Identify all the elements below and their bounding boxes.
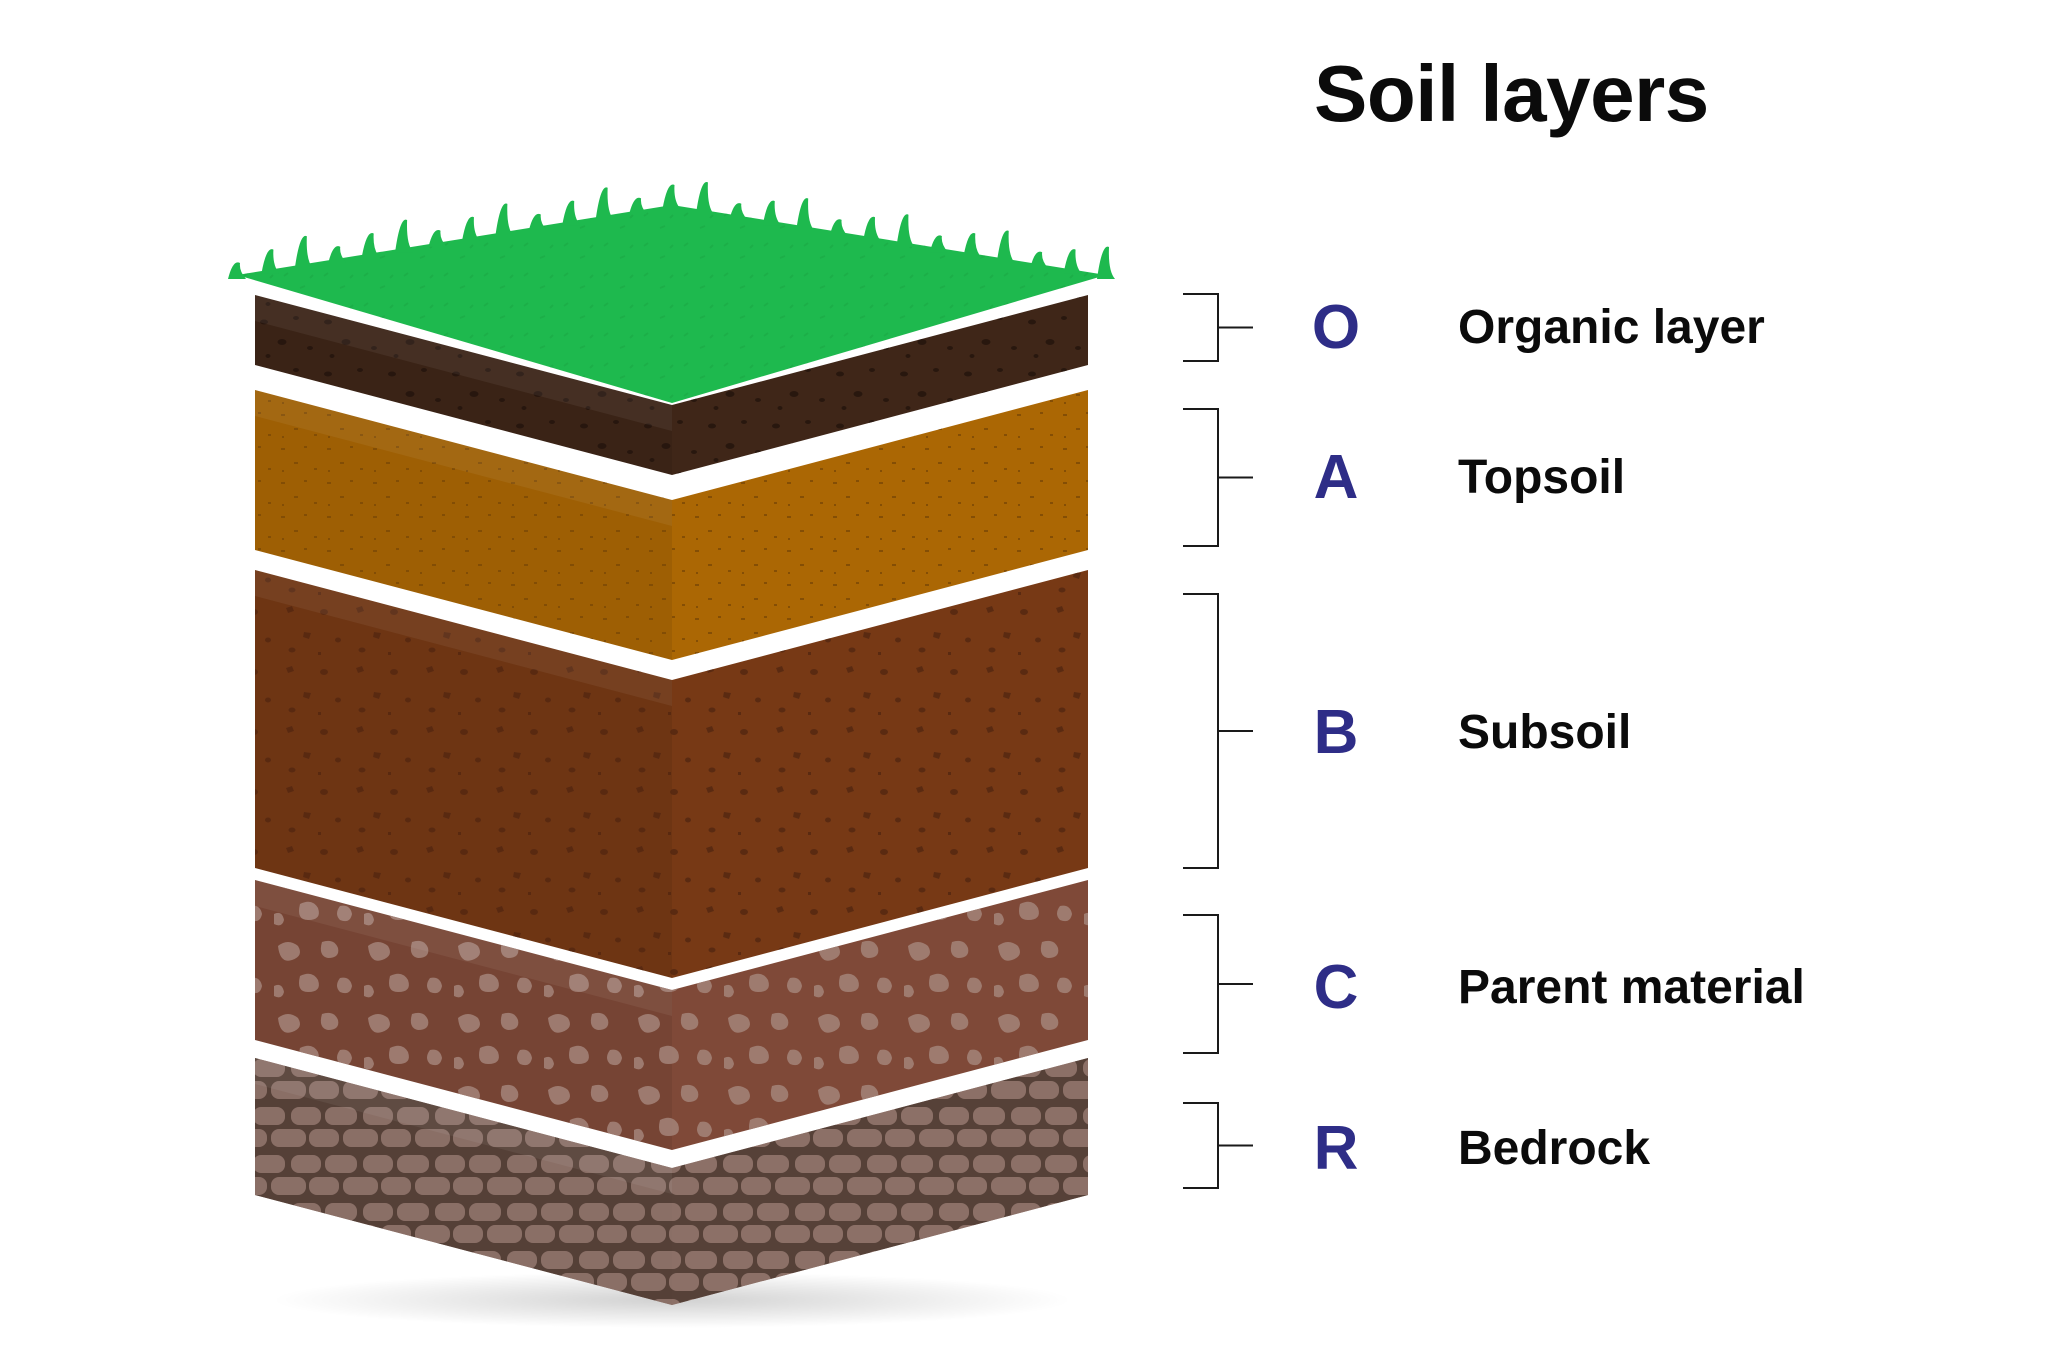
layer-code-c: C <box>1313 953 1359 1022</box>
layer-code-r: R <box>1313 1114 1359 1183</box>
layer-code-a: A <box>1313 443 1359 512</box>
soil-block-organic-layer <box>228 181 1115 475</box>
grass-blades <box>228 181 1115 279</box>
soil-block-parent-material <box>255 880 1088 1150</box>
block-edge-highlight <box>255 880 672 1016</box>
block-edge-highlight <box>255 570 672 706</box>
layer-name-topsoil: Topsoil <box>1458 451 1626 504</box>
block-left-texture <box>255 1058 672 1305</box>
soil-block-subsoil <box>255 570 1088 978</box>
soil-block-topsoil <box>255 390 1088 660</box>
block-left-texture <box>255 295 672 475</box>
diagram-title: Soil layers <box>1314 49 1709 138</box>
block-right-texture <box>672 880 1088 1150</box>
layer-code-b: B <box>1313 698 1359 767</box>
layer-name-organic: Organic layer <box>1458 301 1765 354</box>
bracket-parent-material <box>1183 914 1253 1054</box>
block-right-texture <box>672 1058 1088 1305</box>
block-edge-highlight <box>255 390 672 526</box>
layer-name-bedrock: Bedrock <box>1458 1122 1651 1175</box>
layer-name-subsoil: Subsoil <box>1458 706 1632 759</box>
block-left-texture <box>255 570 672 978</box>
block-right-texture <box>672 390 1088 660</box>
grass-texture <box>237 205 1106 403</box>
layer-name-parent-material: Parent material <box>1458 961 1805 1014</box>
block-edge-highlight <box>255 1058 672 1194</box>
bracket-subsoil <box>1183 593 1253 869</box>
bracket-topsoil <box>1183 408 1253 547</box>
layer-code-o: O <box>1311 293 1361 362</box>
soil-block-bedrock <box>255 1058 1088 1305</box>
block-right-texture <box>672 295 1088 475</box>
block-left-texture <box>255 880 672 1150</box>
bracket-organic-layer <box>1183 293 1253 362</box>
block-left-texture <box>255 390 672 660</box>
block-right-texture <box>672 570 1088 978</box>
bracket-bedrock <box>1183 1102 1253 1189</box>
block-edge-highlight <box>255 295 672 431</box>
